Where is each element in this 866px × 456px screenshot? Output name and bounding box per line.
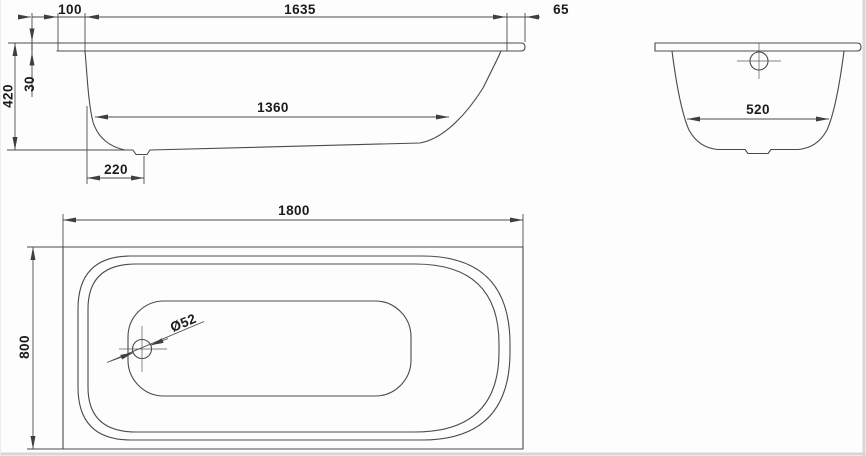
dim-label-220: 220 — [104, 162, 128, 177]
dim-label-420: 420 — [1, 84, 16, 108]
plan-rim-inner-line — [87, 263, 500, 433]
dim-label-520: 520 — [746, 102, 770, 117]
dim-label-1800: 1800 — [278, 203, 310, 218]
dim-label-1360: 1360 — [257, 100, 289, 115]
dim-drain-diameter: Ø52 — [106, 311, 205, 363]
side-rim-profile — [31, 42, 526, 52]
dim-top-chain: 100 1635 65 — [18, 2, 569, 53]
dim-overall-width-800: 800 — [17, 246, 63, 450]
arrow-stub — [110, 352, 134, 362]
plan-outer-rectangle — [62, 246, 524, 450]
dim-overall-length-1800: 1800 — [62, 203, 524, 247]
dim-label-drain-diameter: Ø52 — [168, 311, 198, 335]
dim-label-800: 800 — [17, 335, 32, 359]
arrow-stub — [150, 338, 169, 346]
dim-label-100: 100 — [58, 2, 82, 17]
plan-rim-outer-line — [77, 255, 511, 441]
dim-label-65: 65 — [553, 2, 569, 17]
top-plan-view: Ø52 1800 800 — [17, 203, 524, 450]
dim-drain-offset-220: 220 — [86, 106, 145, 184]
dim-label-1635: 1635 — [284, 2, 316, 17]
end-interior-profile — [671, 50, 845, 155]
side-elevation-view: 100 1635 65 30 420 1360 220 — [1, 2, 569, 184]
end-drain-mark — [737, 43, 781, 79]
dim-inner-width-520: 520 — [687, 102, 829, 122]
side-interior-profile — [84, 50, 502, 156]
dim-bottom-length-1360: 1360 — [95, 100, 449, 120]
plan-drain-mark — [119, 326, 167, 372]
plan-floor-rectangle — [127, 300, 412, 397]
end-section-view: 520 — [654, 42, 862, 155]
dim-label-30: 30 — [22, 76, 37, 92]
dim-rim-thickness-30: 30 — [22, 28, 37, 97]
end-rim-profile — [654, 42, 862, 52]
dim-overall-height-420: 420 — [1, 43, 18, 150]
